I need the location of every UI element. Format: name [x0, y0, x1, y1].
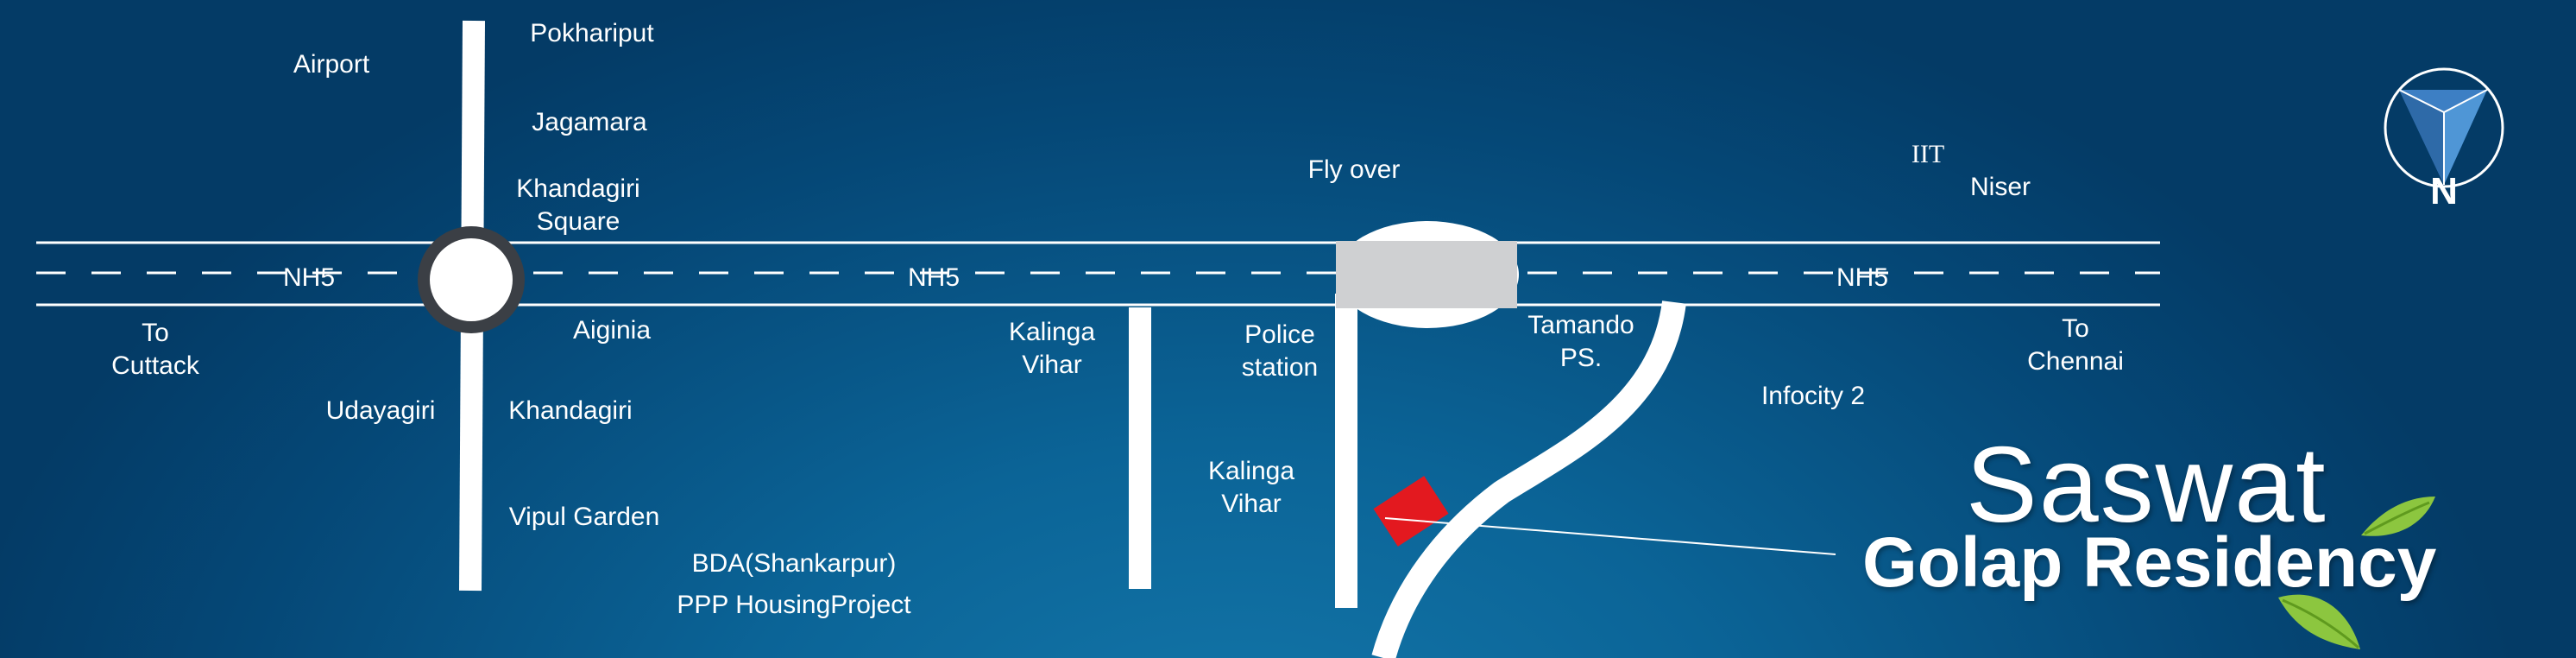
highway-label-nh5-east: NH5: [1836, 263, 1889, 292]
place-pokhariput: Pokhariput: [530, 19, 654, 47]
compass-icon: [2384, 67, 2504, 188]
place-vipul-garden: Vipul Garden: [508, 503, 660, 531]
flyover-deck: [1336, 241, 1517, 308]
place-airport: Airport: [293, 50, 370, 79]
highway-label-nh5-center: NH5: [907, 263, 960, 292]
place-kalinga-vihar-north: Kalinga Vihar: [1008, 318, 1096, 379]
site-marker-icon: [1373, 476, 1449, 547]
junction-center: [430, 238, 513, 321]
highway-label-nh5-west: NH5: [282, 263, 336, 292]
place-fly-over: Fly over: [1307, 155, 1401, 184]
place-police-station: Police station: [1241, 320, 1319, 382]
place-jagamara: Jagamara: [532, 108, 647, 136]
place-iit: IIT: [1911, 140, 1945, 168]
place-infocity-2: Infocity 2: [1760, 382, 1866, 410]
place-khandagiri-square: Khandagiri Square: [516, 174, 640, 236]
project-name: Golap Residency: [1862, 523, 2437, 602]
curved-access-road: [1371, 301, 1686, 658]
place-kalinga-vihar-south: Kalinga Vihar: [1207, 457, 1295, 518]
leaf-icon: [2278, 497, 2435, 649]
place-niser: Niser: [1969, 173, 2031, 201]
site-pointer-line: [1384, 517, 1836, 555]
place-khandagiri: Khandagiri: [508, 396, 633, 425]
place-udayagiri: Udayagiri: [325, 396, 436, 425]
place-bda-shankarpur: BDA(Shankarpur): [691, 549, 897, 578]
place-ppp-housing: PPP HousingProject: [677, 591, 911, 619]
place-to-cuttack: To Cuttack: [111, 319, 199, 380]
place-tamando-ps: Tamando PS.: [1527, 311, 1634, 372]
brand-name: Saswat: [1966, 426, 2327, 545]
place-aiginia: Aiginia: [572, 316, 652, 345]
place-to-chennai: To Chennai: [2027, 314, 2124, 376]
compass-north-label: N: [2430, 170, 2458, 212]
